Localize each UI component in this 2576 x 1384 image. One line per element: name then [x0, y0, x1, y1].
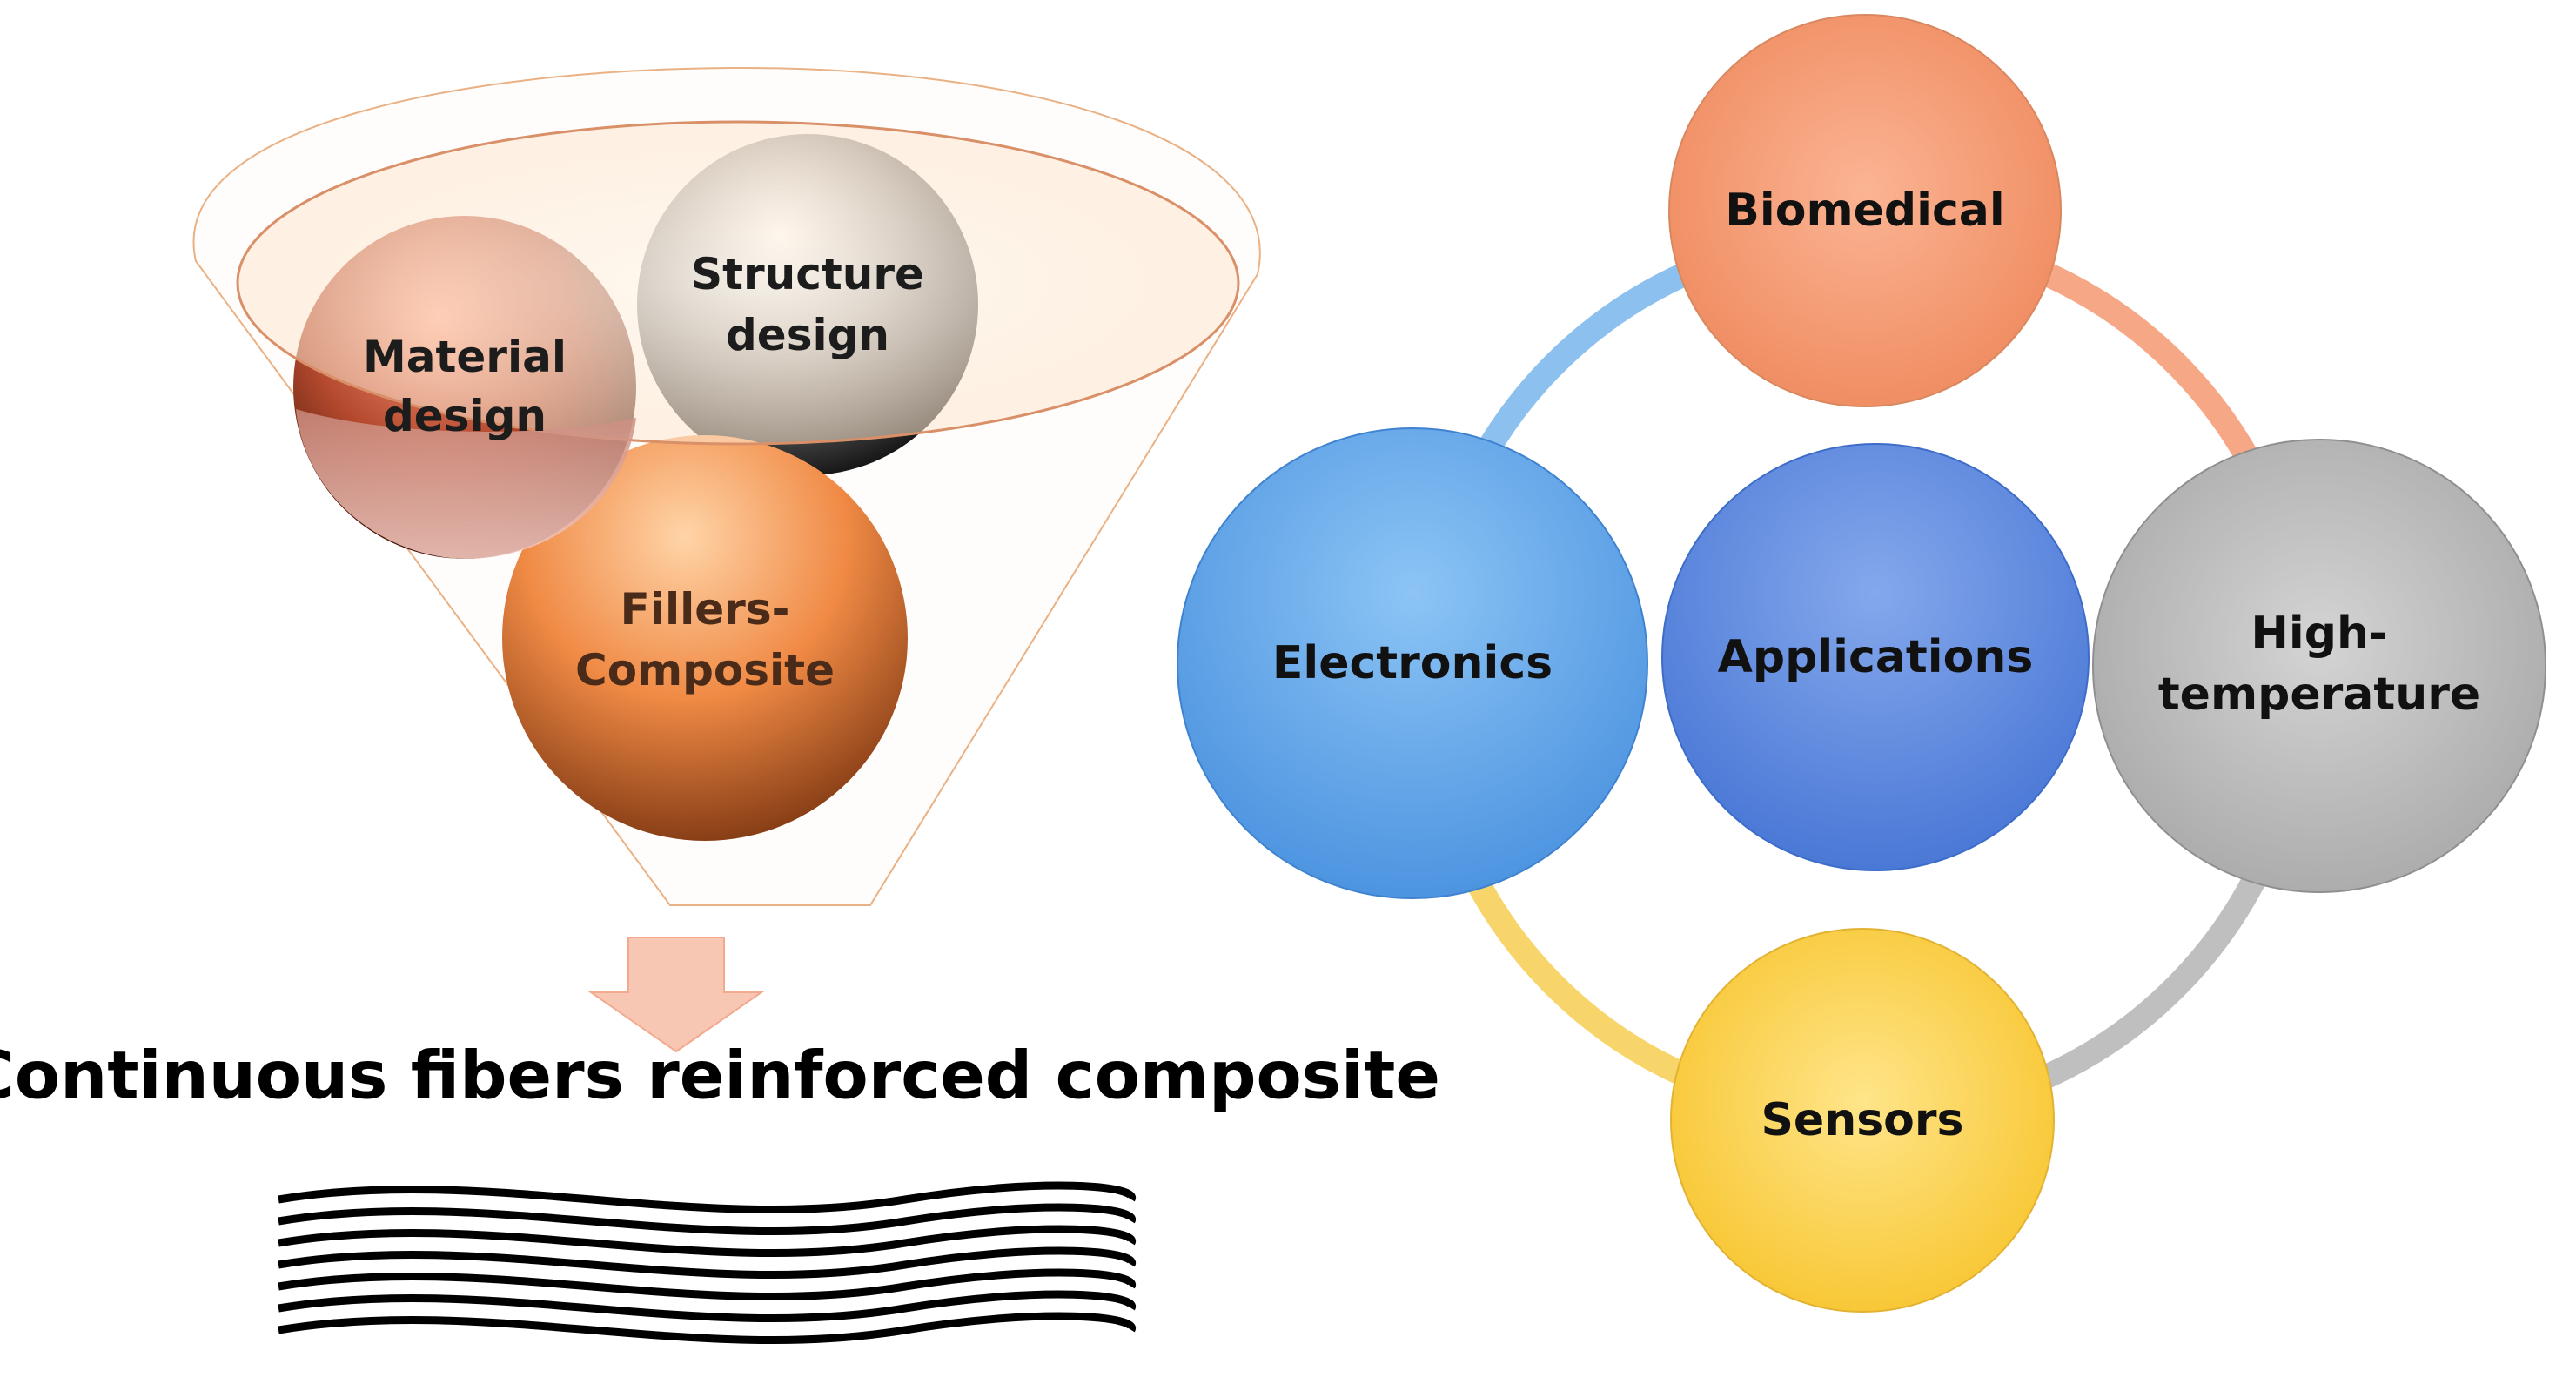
material-design-label-line1: Material — [363, 332, 567, 382]
funnel-group: Material design Structure design Fillers… — [0, 66, 1440, 1345]
structure-design-label-line2: design — [726, 310, 889, 360]
sensors-label: Sensors — [1761, 1094, 1963, 1146]
electronics-label: Electronics — [1272, 637, 1553, 689]
node-high-temperature — [2092, 439, 2546, 893]
ring-arc-gray — [2031, 837, 2283, 1092]
material-design-label-line2: design — [383, 391, 547, 441]
biomedical-label: Biomedical — [1725, 185, 2004, 237]
result-label: Continuous fibers reinforced composite — [0, 1037, 1440, 1114]
high-temperature-label-line1: High- — [2251, 608, 2387, 660]
node-sensors — [1670, 928, 2055, 1313]
sphere-fillers-composite — [502, 435, 908, 841]
structure-design-label-line1: Structure — [691, 249, 924, 299]
node-electronics — [1177, 427, 1648, 899]
node-applications — [1661, 443, 2090, 871]
funnel-rim — [236, 120, 1240, 446]
fillers-composite-label-line1: Fillers- — [621, 584, 790, 635]
fillers-composite-label-line2: Composite — [575, 645, 835, 695]
high-temperature-label-line2: temperature — [2158, 668, 2480, 721]
down-arrow — [587, 937, 765, 1053]
fiber-waves — [278, 1181, 1137, 1345]
material-sphere-lower-tint — [296, 409, 636, 559]
cycle-group: Biomedical High- temperature Sensors Ele… — [1177, 14, 2546, 1313]
node-biomedical — [1668, 14, 2062, 407]
applications-label: Applications — [1718, 631, 2034, 683]
